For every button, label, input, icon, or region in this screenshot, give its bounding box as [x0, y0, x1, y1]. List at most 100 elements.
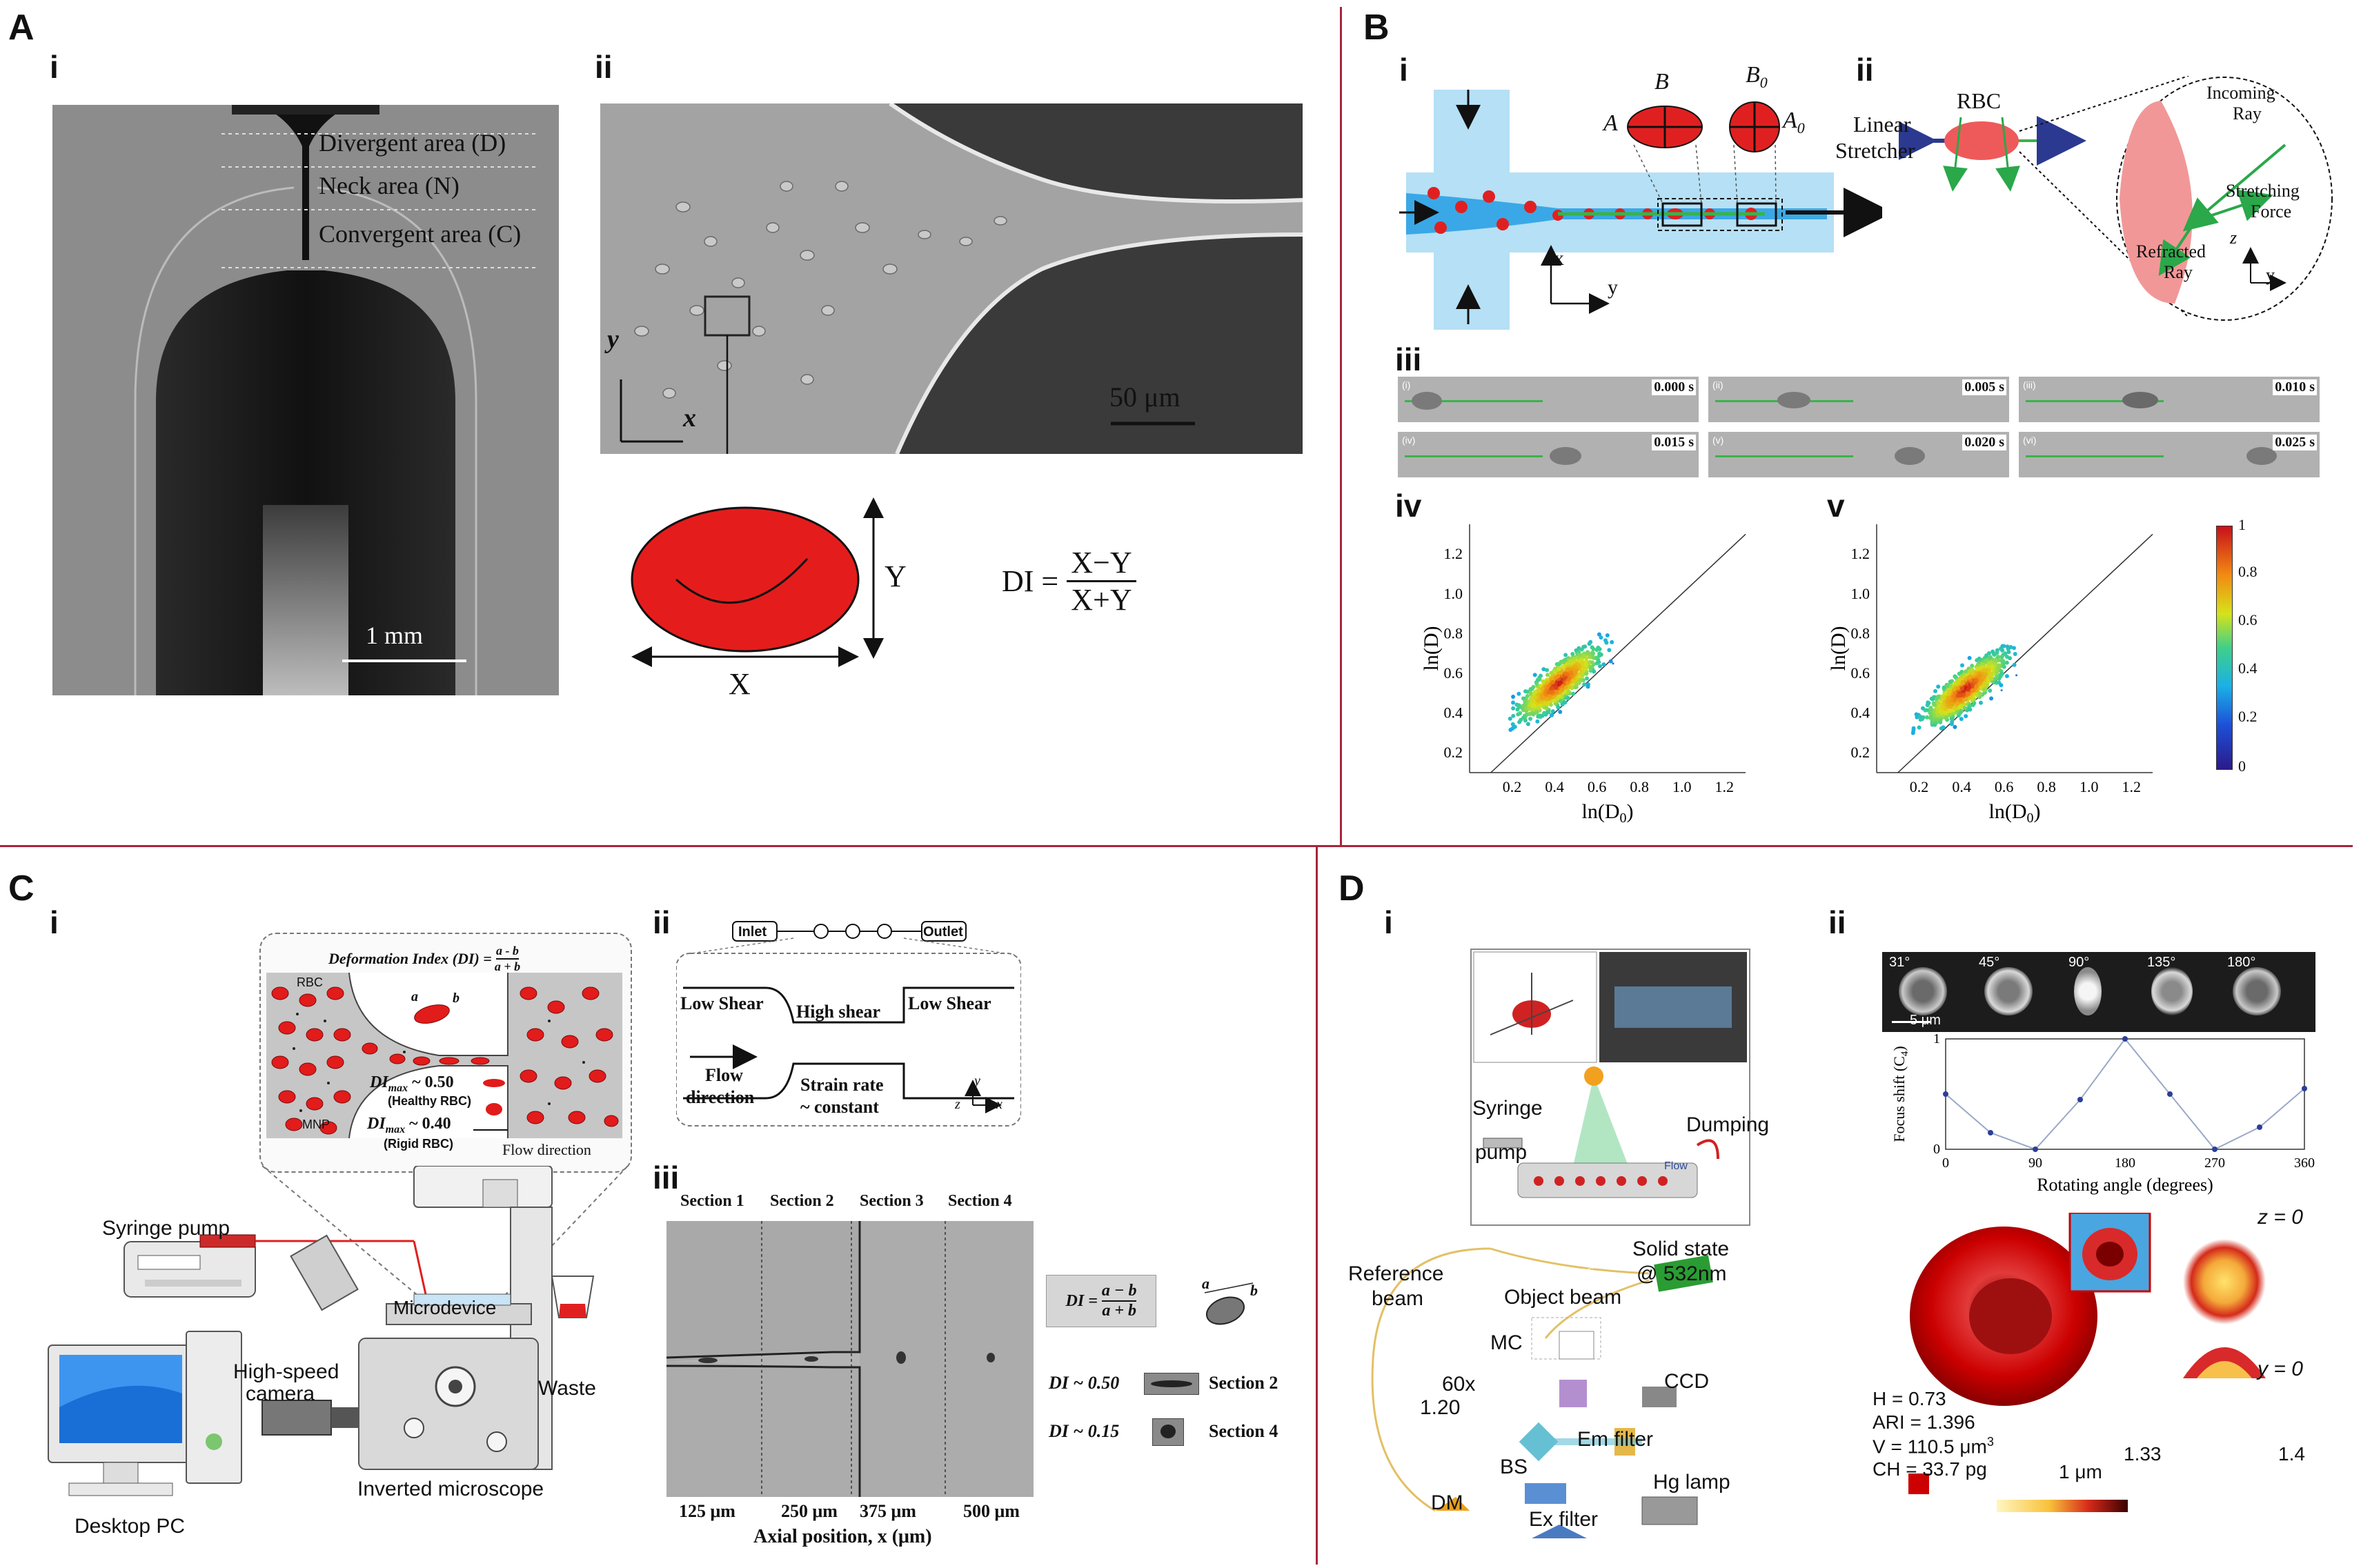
scatter-point — [1936, 684, 1941, 689]
scatter-point — [1550, 709, 1555, 714]
label-stretching: Stretching — [2226, 181, 2300, 201]
scatter-point — [1579, 661, 1584, 666]
label-strain-rate: Strain rate — [800, 1075, 884, 1095]
scatter-point — [2004, 654, 2009, 659]
label-A0-sub: 0 — [1797, 119, 1805, 137]
x-axis-label: Rotating angle (degrees) — [2037, 1175, 2213, 1195]
scatter-point — [2000, 644, 2005, 648]
scatter-point — [1983, 659, 1988, 664]
axis-label-x-a-ii: x — [683, 404, 696, 433]
scatter-point — [1974, 684, 1979, 688]
param-v-sup: 3 — [1986, 1435, 1994, 1449]
scatter-point — [1607, 648, 1612, 653]
scatter-point — [1591, 655, 1596, 659]
data-point — [2077, 1097, 2083, 1102]
x-tick-label: 90 — [2028, 1155, 2042, 1171]
scatter-point — [1989, 676, 1994, 681]
scatter-point — [1511, 713, 1516, 718]
scatter-point — [1549, 690, 1554, 695]
scatter-point — [1583, 662, 1588, 667]
scatter-point — [1958, 693, 1963, 698]
scatter-point — [1948, 708, 1953, 713]
scatter-point — [1532, 673, 1537, 677]
frame-5-time: 0.020 s — [1962, 435, 2006, 450]
scatter-point — [1584, 656, 1589, 661]
scatter-point — [1943, 711, 1948, 715]
scatter-point — [1941, 725, 1946, 730]
panel-b-sub-ii: ii — [1856, 52, 1874, 88]
scatter-point — [1534, 711, 1539, 715]
label-mc: MC — [1490, 1331, 1523, 1354]
frame-1-cell — [1412, 392, 1442, 410]
scatter-point — [1956, 680, 1961, 685]
scatter-point — [1978, 666, 1983, 671]
data-point — [2257, 1124, 2262, 1130]
label-flow-d: Flow — [1664, 1160, 1688, 1172]
scatter-point — [1511, 706, 1516, 711]
panel-d-sub-i: i — [1384, 904, 1393, 940]
label-constant: ~ constant — [800, 1097, 879, 1117]
frame-2-time: 0.005 s — [1962, 379, 2006, 395]
scatter-point — [1924, 708, 1929, 713]
scatter-point — [1970, 667, 1975, 672]
scatter-point — [1988, 671, 1993, 675]
scatter-point — [1558, 680, 1563, 685]
y-tick-label: 1.0 — [1851, 585, 1870, 602]
label-mnp: MNP — [302, 1118, 330, 1131]
scatter-point — [1572, 656, 1577, 661]
scatter-point — [1946, 695, 1951, 700]
colorbar-min-d: 1.33 — [2124, 1443, 2162, 1465]
scatter-point — [1989, 696, 1994, 701]
y-tick-label: 0.6 — [1444, 664, 1463, 682]
scatter-point — [1559, 699, 1563, 704]
position-label-500: 500 μm — [963, 1501, 1020, 1521]
formula-label: Deformation Index (DI) = — [328, 950, 492, 967]
dimax-rigid-sub: max — [385, 1123, 406, 1135]
data-point — [1943, 1091, 1948, 1097]
scatter-point — [1964, 714, 1968, 719]
y-tick-label: 0.2 — [1851, 744, 1870, 761]
x-axis-label-end: ) — [2034, 800, 2041, 823]
scatter-point — [1561, 664, 1565, 669]
scatter-point — [1567, 676, 1572, 681]
micrograph-c-iii — [666, 1221, 1034, 1497]
di-box-frac: a − b a + b — [1101, 1282, 1137, 1320]
scatter-point — [1566, 689, 1571, 694]
y-axis-label-sub: 4 — [1899, 1051, 1910, 1056]
scatter-point — [1978, 691, 1983, 696]
data-point — [1988, 1130, 1993, 1135]
panel-letter-c: C — [8, 869, 34, 909]
scatter-point — [1585, 676, 1590, 681]
scatter-point — [1599, 652, 1603, 657]
frame-1-time: 0.000 s — [1652, 379, 1696, 395]
scatter-point — [1982, 675, 1986, 679]
micrograph-a-ii — [600, 103, 1303, 454]
panel-c-sub-ii: ii — [653, 904, 671, 940]
data-point — [2033, 1147, 2038, 1152]
scatter-point — [1548, 702, 1553, 707]
scatter-point — [1959, 717, 1964, 722]
data-point — [2122, 1036, 2128, 1042]
scatter-point — [1508, 727, 1513, 732]
colorbar-b-v — [2216, 526, 2233, 770]
frame-6: (vi) 0.025 s — [2019, 432, 2320, 477]
scatter-point — [1590, 645, 1594, 650]
scatter-point — [1934, 696, 1939, 701]
scatter-point — [1911, 728, 1916, 733]
label-syringe-pump-c: Syringe pump — [102, 1217, 230, 1240]
label-object-beam: Object beam — [1504, 1286, 1622, 1309]
y-axis-label: ln(D) — [1421, 626, 1443, 671]
panel-letter-b: B — [1363, 8, 1390, 48]
param-v: V = 110.5 μm3 — [1873, 1435, 1994, 1458]
data-point — [2212, 1147, 2217, 1152]
scatter-point — [1591, 651, 1596, 656]
panel-c-sub-i: i — [50, 904, 59, 940]
label-solid-state: Solid state — [1632, 1238, 1730, 1260]
scatter-point — [1572, 672, 1577, 677]
label-pump-d: pump — [1475, 1141, 1528, 1164]
rotation-strip-d-ii: 31° 45° 90° 135° 180° 5 μm — [1882, 952, 2315, 1032]
label-b-c-iii: b — [1250, 1282, 1258, 1299]
scatter-point — [1984, 653, 1989, 658]
label-rbc-b-ii: RBC — [1957, 88, 2002, 113]
axis-label-x-c-ii: x — [996, 1097, 1002, 1112]
